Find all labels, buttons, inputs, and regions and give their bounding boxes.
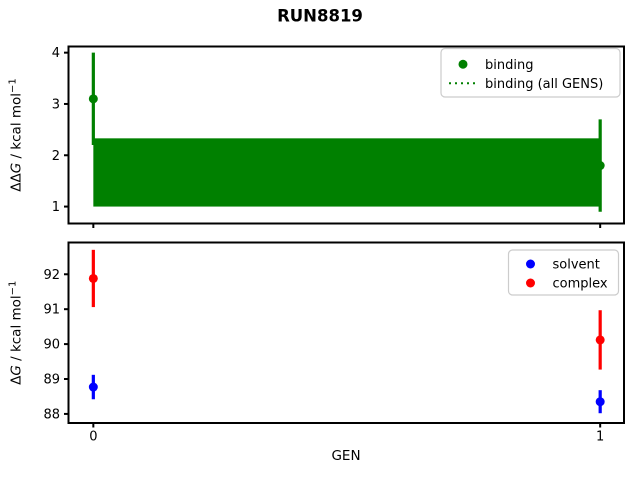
legend-label: binding	[485, 58, 533, 73]
y-axis-label: ΔG / kcal mol−1	[8, 281, 25, 385]
axes-frame	[67, 45, 625, 225]
legend-box	[507, 249, 620, 296]
y-tick-label: 4	[52, 46, 60, 61]
y-tick-label: 89	[43, 373, 60, 388]
complex-data-point	[88, 273, 98, 283]
y-tick-label: 91	[43, 303, 60, 318]
y-tick-label: 92	[43, 268, 60, 283]
x-tick-label: 1	[596, 430, 604, 445]
complex-data-point	[595, 335, 605, 345]
solvent-data-point	[595, 397, 605, 407]
legend-marker-complex	[526, 278, 535, 288]
legend-marker-solvent	[526, 259, 535, 269]
y-tick-label: 1	[52, 200, 60, 215]
figure-title: RUN8819	[277, 7, 363, 26]
y-axis-label: ΔΔG / kcal mol−1	[8, 78, 25, 192]
legend-box	[440, 47, 621, 98]
y-tick-label: 2	[52, 149, 60, 164]
x-tick-label: 0	[89, 430, 97, 445]
legend-marker-binding	[458, 59, 468, 69]
binding-data-point	[595, 161, 605, 171]
legend-label: complex	[553, 277, 608, 292]
x-axis-label: GEN	[331, 448, 360, 464]
legend-label: binding (all GENS)	[485, 77, 603, 92]
solvent-data-point	[88, 382, 98, 392]
legend-label: solvent	[553, 258, 600, 273]
axes-frame	[67, 241, 625, 424]
confidence-band-binding-all-gens-	[93, 138, 601, 207]
y-tick-label: 88	[43, 407, 60, 422]
binding-data-point	[88, 94, 98, 104]
y-tick-label: 90	[43, 338, 60, 353]
y-tick-label: 3	[52, 97, 60, 112]
